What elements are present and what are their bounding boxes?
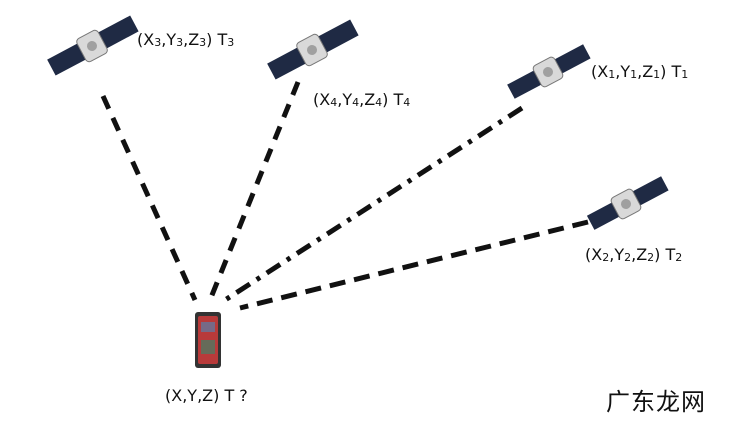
satellite-label-s4: (X4,Y4,Z4) T4: [313, 90, 411, 109]
signal-line-s4: [207, 81, 301, 301]
satellite-icon: [47, 15, 139, 76]
satellite-icon: [507, 44, 591, 99]
receiver-label: (X,Y,Z) T ?: [165, 386, 248, 405]
satellite-icon: [586, 176, 669, 230]
satellite-label-s2: (X2,Y2,Z2) T2: [585, 245, 683, 264]
watermark: 广东龙网: [606, 388, 706, 416]
satellite-label-s1: (X1,Y1,Z1) T1: [591, 62, 689, 81]
signal-line-s3: [100, 94, 198, 302]
satellite-label-s3: (X3,Y3,Z3) T3: [137, 30, 235, 49]
phone-icon: [195, 312, 221, 368]
satellite-icon: [267, 19, 359, 80]
signal-line-s2: [239, 219, 589, 311]
signal-line-s1: [220, 105, 524, 305]
